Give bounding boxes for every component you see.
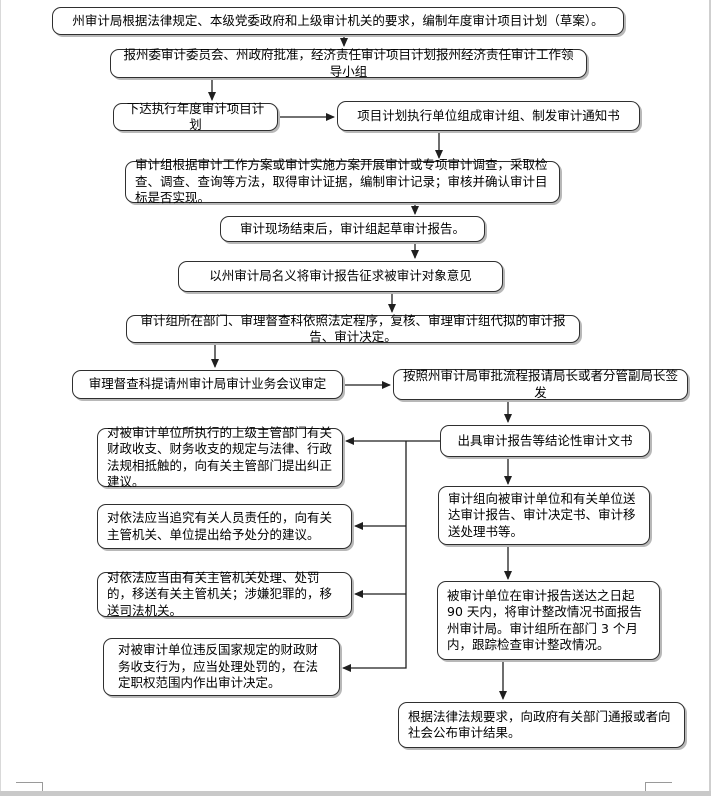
flow-node-deliver-documents[interactable]: 审计组向被审计单位和有关单位送达审计报告、审计决定书、审计移送处理书等。: [438, 486, 650, 545]
page-margin-mark-bottom-left: [16, 782, 43, 795]
flow-node-text: 下达执行年度审计项目计划: [126, 100, 265, 133]
flow-node-issue-plan[interactable]: 下达执行年度审计项目计划: [113, 100, 278, 133]
flow-node-text: 审计现场结束后，审计组起草审计报告。: [239, 220, 465, 236]
flow-node-discipline-suggestion[interactable]: 对依法应当追究有关人员责任的，向有关主管机关、单位提出给予处分的建议。: [97, 504, 352, 549]
flow-node-text: 报州委审计委员会、州政府批准，经济责任审计项目计划报州经济责任审计工作领导小组: [123, 47, 574, 79]
flow-node-text: 对被审计单位违反国家规定的财政财务收支行为，应当处理处罚的，在法定职权范围内作出…: [118, 642, 319, 691]
flow-node-publish-results[interactable]: 根据法律法规要求，向政府有关部门通报或者向社会公布审计结果。: [398, 702, 685, 748]
flow-node-text: 项目计划执行单位组成审计组、制发审计通知书: [357, 107, 620, 123]
flow-node-rectification-followup[interactable]: 被审计单位在审计报告送达之日起 90 天内，将审计整改情况书面报告州审计局。审计…: [437, 581, 660, 660]
flow-node-text: 审计组所在部门、审理督查科依照法定程序，复核、审理审计组代拟的审计报告、审计决定…: [140, 312, 566, 345]
flow-node-text: 审计组根据审计工作方案或审计实施方案开展审计或专项审计调查，采取检查、调查、查询…: [135, 157, 548, 206]
flow-node-text: 州审计局根据法律规定、本级党委政府和上级审计机关的要求，编制年度审计项目计划（草…: [72, 12, 604, 28]
flow-node-conduct-audit[interactable]: 审计组根据审计工作方案或审计实施方案开展审计或专项审计调查，采取检查、调查、查询…: [125, 157, 560, 205]
flow-node-solicit-opinions[interactable]: 以州审计局名义将审计报告征求被审计对象意见: [178, 261, 503, 292]
flow-node-text: 对被审计单位所执行的上级主管部门有关财政收支、财务收支的规定与法律、行政法规相抵…: [107, 424, 333, 490]
flow-node-text: 根据法律法规要求，向政府有关部门通报或者向社会公布审计结果。: [408, 708, 671, 741]
flow-node-text: 出具审计报告等结论性审计文书: [457, 432, 633, 448]
flow-node-business-meeting[interactable]: 审理督查科提请州审计局审计业务会议审定: [72, 370, 343, 399]
flow-node-text: 以州审计局名义将审计报告征求被审计对象意见: [209, 268, 472, 284]
page-margin-mark-bottom-right: [645, 782, 672, 795]
flow-node-form-audit-team[interactable]: 项目计划执行单位组成审计组、制发审计通知书: [337, 101, 640, 131]
flow-node-correction-suggestion[interactable]: 对被审计单位所执行的上级主管部门有关财政收支、财务收支的规定与法律、行政法规相抵…: [97, 425, 343, 489]
page-bottom-edge: [0, 791, 711, 796]
flow-node-transfer-to-authorities[interactable]: 对依法应当由有关主管机关处理、处罚的，移送有关主管机关；涉嫌犯罪的，移送司法机关…: [97, 569, 352, 618]
flow-node-text: 审理督查科提请州审计局审计业务会议审定: [88, 376, 327, 392]
flow-node-director-signoff[interactable]: 按照州审计局审批流程报请局长或者分管副局长签发: [393, 368, 688, 400]
flow-node-plan-draft[interactable]: 州审计局根据法律规定、本级党委政府和上级审计机关的要求，编制年度审计项目计划（草…: [52, 7, 624, 35]
flow-node-text: 对依法应当追究有关人员责任的，向有关主管机关、单位提出给予处分的建议。: [107, 510, 333, 542]
flow-node-review-legal-procedure[interactable]: 审计组所在部门、审理督查科依照法定程序，复核、审理审计组代拟的审计报告、审计决定…: [126, 312, 580, 345]
flow-node-text: 对依法应当由有关主管机关处理、处罚的，移送有关主管机关；涉嫌犯罪的，移送司法机关…: [107, 569, 333, 618]
flow-node-text: 被审计单位在审计报告送达之日起 90 天内，将审计整改情况书面报告州审计局。审计…: [447, 587, 642, 653]
flow-node-audit-decision[interactable]: 对被审计单位违反国家规定的财政财务收支行为，应当处理处罚的，在法定职权范围内作出…: [103, 638, 340, 696]
flow-node-draft-report[interactable]: 审计现场结束后，审计组起草审计报告。: [220, 216, 485, 242]
flow-node-issue-audit-documents[interactable]: 出具审计报告等结论性审计文书: [440, 425, 650, 457]
flow-node-text: 按照州审计局审批流程报请局长或者分管副局长签发: [403, 368, 679, 400]
flow-node-plan-approval[interactable]: 报州委审计委员会、州政府批准，经济责任审计项目计划报州经济责任审计工作领导小组: [110, 47, 587, 79]
connector-trunk-to-decision: [342, 441, 407, 672]
flow-node-text: 审计组向被审计单位和有关单位送达审计报告、审计决定书、审计移送处理书等。: [448, 490, 636, 539]
